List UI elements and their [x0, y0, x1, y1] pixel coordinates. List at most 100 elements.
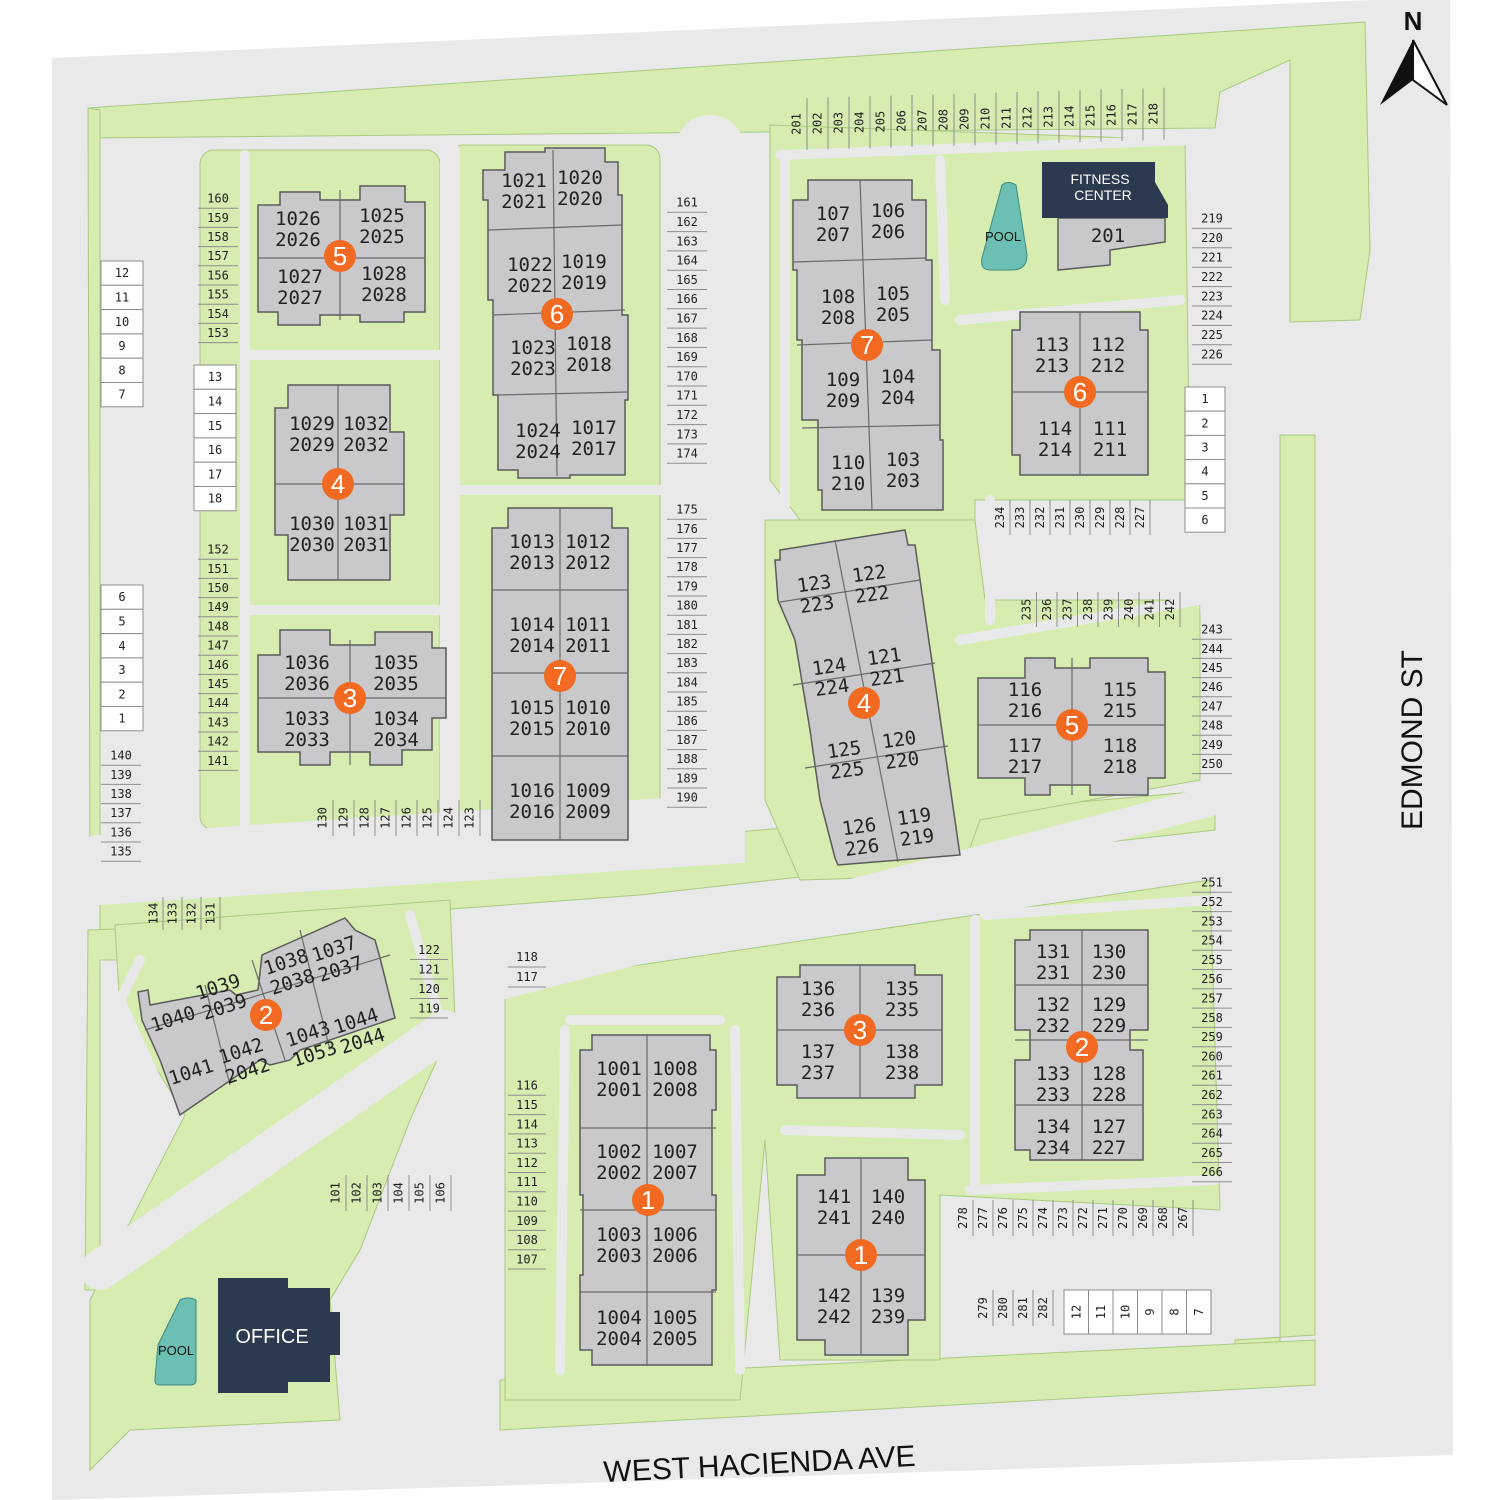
parking-space-number: 276 — [996, 1207, 1010, 1229]
parking-space-number: 12 — [1069, 1305, 1083, 1319]
building-badge[interactable]: 4 — [848, 687, 880, 719]
building-badge[interactable]: 6 — [541, 298, 573, 330]
parking-space: 278 — [956, 1200, 974, 1236]
unit-number-lower: 136 — [801, 978, 835, 1000]
unit-number-lower: 1003 — [596, 1224, 642, 1246]
parking-space: 175 — [667, 503, 707, 520]
building-badge[interactable]: 1 — [845, 1239, 877, 1271]
unit-number-lower: 1028 — [361, 263, 407, 285]
parking-space: 253 — [1192, 914, 1232, 932]
building-badge[interactable]: 3 — [844, 1014, 876, 1046]
unit-number-upper: 2001 — [596, 1079, 642, 1101]
parking-space: 222 — [1192, 270, 1232, 288]
parking-space: 229 — [1093, 500, 1111, 535]
parking-space: 224 — [1192, 309, 1232, 326]
unit-number-lower: 139 — [871, 1285, 905, 1307]
parking-space-number: 279 — [976, 1297, 990, 1319]
parking-space: 110 — [508, 1194, 546, 1212]
unit-number-lower: 1016 — [509, 780, 555, 802]
parking-space: 234 — [993, 500, 1011, 535]
parking-space: 279 — [976, 1290, 994, 1326]
parking-space-number: 115 — [516, 1098, 538, 1112]
unit-number-upper: 225 — [829, 758, 866, 785]
unit-number-lower: 140 — [871, 1186, 905, 1208]
parking-space-number: 206 — [895, 110, 909, 132]
parking-space: 185 — [667, 695, 707, 712]
building-badge[interactable]: 2 — [250, 999, 282, 1031]
parking-space-number: 210 — [979, 108, 993, 130]
parking-space: 105 — [413, 1175, 431, 1211]
parking-space-number: 9 — [1143, 1308, 1157, 1315]
pool-label-north: POOL — [985, 229, 1021, 244]
parking-space: 261 — [1192, 1069, 1232, 1086]
parking-space: 179 — [667, 579, 707, 597]
parking-space-number: 253 — [1201, 914, 1223, 928]
badge-circle — [1064, 376, 1096, 408]
parking-space: 12 — [100, 260, 144, 286]
parking-space: 202 — [811, 97, 829, 150]
parking-space-number: 246 — [1201, 680, 1223, 694]
parking-space: 277 — [976, 1200, 994, 1236]
building-badge[interactable]: 2 — [1066, 1031, 1098, 1063]
unit-number-upper: 205 — [876, 304, 910, 326]
parking-space-number: 122 — [418, 943, 440, 957]
unit-number-upper: 203 — [886, 470, 920, 492]
building-badge[interactable]: 5 — [324, 240, 356, 272]
unit-number-upper: 2027 — [277, 287, 323, 309]
building-badge[interactable]: 5 — [1056, 709, 1088, 741]
badge-number: 5 — [1065, 710, 1079, 740]
unit-number-lower: 1029 — [289, 413, 335, 435]
parking-space-number: 3 — [118, 663, 125, 677]
unit-number-lower: 120 — [881, 727, 918, 754]
parking-space: 172 — [667, 408, 707, 426]
parking-space-number: 6 — [1201, 513, 1208, 527]
parking-space: 5 — [100, 608, 144, 635]
parking-space: 184 — [667, 675, 707, 693]
parking-space: 231 — [1053, 500, 1071, 535]
unit-number-lower: 1002 — [596, 1141, 642, 1163]
fitness-label-line2: CENTER — [1074, 187, 1132, 203]
parking-space: 246 — [1192, 680, 1232, 698]
parking-space-number: 154 — [207, 307, 229, 321]
parking-space-number: 6 — [118, 590, 125, 604]
unit-number-upper: 2021 — [501, 191, 547, 213]
parking-space-number: 181 — [676, 618, 698, 632]
parking-space-number: 190 — [676, 791, 698, 805]
parking-space: 255 — [1192, 953, 1232, 970]
unit-number-upper: 235 — [885, 999, 919, 1021]
building-badge[interactable]: 7 — [544, 660, 576, 692]
parking-space: 133 — [166, 897, 183, 930]
parking-space-number: 280 — [996, 1297, 1010, 1319]
parking-space-number: 178 — [676, 560, 698, 574]
parking-space: 122 — [410, 943, 448, 960]
unit-number-upper: 234 — [1036, 1137, 1070, 1159]
parking-space-number: 256 — [1201, 972, 1223, 986]
parking-space: 16 — [193, 437, 237, 463]
parking-space: 228 — [1113, 500, 1131, 535]
parking-space-number: 229 — [1093, 507, 1107, 529]
building-badge[interactable]: 6 — [1064, 376, 1096, 408]
building-badge[interactable]: 1 — [632, 1184, 664, 1216]
parking-space-number: 160 — [207, 192, 229, 206]
parking-space: 183 — [667, 656, 707, 674]
parking-space-number: 145 — [207, 677, 229, 691]
parking-space-number: 281 — [1016, 1297, 1030, 1319]
parking-space: 135 — [101, 845, 141, 862]
parking-space: 280 — [996, 1290, 1014, 1326]
building-badge[interactable]: 7 — [851, 329, 883, 361]
building-badge[interactable]: 3 — [334, 682, 366, 714]
unit-number-lower: 128 — [1092, 1063, 1126, 1085]
unit-number-upper: 2033 — [284, 729, 330, 751]
parking-space: 271 — [1096, 1200, 1114, 1236]
parking-space: 119 — [410, 1001, 448, 1019]
building-badge[interactable]: 4 — [322, 468, 354, 500]
unit-number-lower: 1023 — [510, 337, 556, 359]
unit-number-upper: 2004 — [596, 1328, 642, 1350]
